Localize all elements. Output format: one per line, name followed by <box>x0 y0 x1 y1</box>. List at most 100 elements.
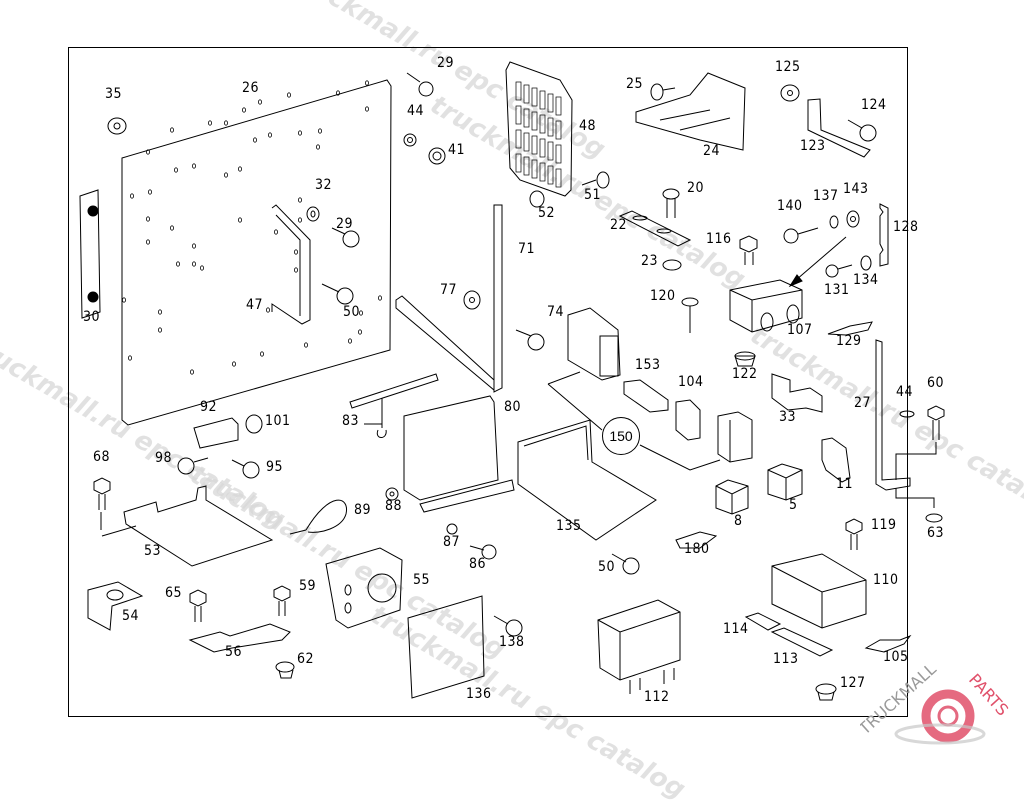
plate-hole <box>241 107 246 113</box>
washer-143 <box>846 210 860 228</box>
part-label-65[interactable]: 65 <box>165 585 183 601</box>
part-label-153[interactable]: 153 <box>635 357 661 373</box>
part-label-138[interactable]: 138 <box>499 634 525 650</box>
bolt-59 <box>273 585 291 616</box>
part-label-23[interactable]: 23 <box>641 253 659 269</box>
part-label-114[interactable]: 114 <box>723 621 749 637</box>
part-label-128[interactable]: 128 <box>893 219 919 235</box>
part-label-63[interactable]: 63 <box>927 525 945 541</box>
gear-icon <box>921 689 975 743</box>
plate-136 <box>407 595 485 699</box>
part-label-92[interactable]: 92 <box>200 399 218 415</box>
part-label-180[interactable]: 180 <box>684 541 710 557</box>
plate-hole <box>303 342 308 348</box>
plate-hole <box>191 163 196 169</box>
part-label-110[interactable]: 110 <box>873 572 899 588</box>
part-label-122[interactable]: 122 <box>732 366 758 382</box>
plate-hole <box>231 361 236 367</box>
part-label-135[interactable]: 135 <box>556 518 582 534</box>
strip-27 <box>875 339 911 491</box>
part-label-129[interactable]: 129 <box>836 333 862 349</box>
grommet-101 <box>245 414 263 434</box>
part-label-44[interactable]: 44 <box>407 103 425 119</box>
part-label-60[interactable]: 60 <box>927 375 945 391</box>
part-label-119[interactable]: 119 <box>871 517 897 533</box>
part-label-124[interactable]: 124 <box>861 97 887 113</box>
part-label-113[interactable]: 113 <box>773 651 799 667</box>
part-label-8[interactable]: 8 <box>734 513 743 529</box>
part-label-143[interactable]: 143 <box>843 181 869 197</box>
part-label-137[interactable]: 137 <box>813 188 839 204</box>
part-label-101[interactable]: 101 <box>265 413 291 429</box>
part-label-30[interactable]: 30 <box>83 309 101 325</box>
part-label-25[interactable]: 25 <box>626 76 644 92</box>
part-label-105[interactable]: 105 <box>883 649 909 665</box>
part-label-140[interactable]: 140 <box>777 198 803 214</box>
part-label-125[interactable]: 125 <box>775 59 801 75</box>
part-label-20[interactable]: 20 <box>687 180 705 196</box>
part-label-83[interactable]: 83 <box>342 413 360 429</box>
part-label-24[interactable]: 24 <box>703 143 721 159</box>
part-label-131[interactable]: 131 <box>824 282 850 298</box>
bolt-68 <box>93 477 111 530</box>
part-label-107[interactable]: 107 <box>787 322 813 338</box>
ecu-slot <box>555 96 562 116</box>
washer-44 <box>403 133 417 147</box>
part-label-41[interactable]: 41 <box>448 142 466 158</box>
part-label-53[interactable]: 53 <box>144 543 162 559</box>
part-label-123[interactable]: 123 <box>800 138 826 154</box>
plate-hole <box>293 267 298 273</box>
part-label-62[interactable]: 62 <box>297 651 315 667</box>
part-label-47[interactable]: 47 <box>246 297 264 313</box>
part-label-71[interactable]: 71 <box>518 241 536 257</box>
part-label-98[interactable]: 98 <box>155 450 173 466</box>
part-label-86[interactable]: 86 <box>469 556 487 572</box>
bolt-25 <box>650 83 676 101</box>
part-label-32[interactable]: 32 <box>315 177 333 193</box>
part-label-112[interactable]: 112 <box>644 689 670 705</box>
bolt-50-bottom <box>611 553 640 575</box>
fuse-104 <box>675 399 701 441</box>
part-label-51[interactable]: 51 <box>584 187 602 203</box>
part-label-29[interactable]: 29 <box>437 55 455 71</box>
part-label-26[interactable]: 26 <box>242 80 260 96</box>
ecu-slot <box>531 135 538 155</box>
part-label-5[interactable]: 5 <box>789 497 798 513</box>
part-label-120[interactable]: 120 <box>650 288 676 304</box>
bolt-65 <box>189 589 207 622</box>
part-label-54[interactable]: 54 <box>122 608 140 624</box>
part-label-11[interactable]: 11 <box>836 476 854 492</box>
part-label-59[interactable]: 59 <box>299 578 317 594</box>
part-label-104[interactable]: 104 <box>678 374 704 390</box>
part-label-88[interactable]: 88 <box>385 498 403 514</box>
part-label-27[interactable]: 27 <box>854 395 872 411</box>
plate-hole <box>189 369 194 375</box>
part-label-95[interactable]: 95 <box>266 459 284 475</box>
part-label-35[interactable]: 35 <box>105 86 123 102</box>
part-label-55[interactable]: 55 <box>413 572 431 588</box>
part-label-77[interactable]: 77 <box>440 282 458 298</box>
part-label-48[interactable]: 48 <box>579 118 597 134</box>
part-label-33[interactable]: 33 <box>779 409 797 425</box>
part-label-134[interactable]: 134 <box>853 272 879 288</box>
part-label-116[interactable]: 116 <box>706 231 732 247</box>
part-label-80[interactable]: 80 <box>504 399 522 415</box>
part-label-74[interactable]: 74 <box>547 304 565 320</box>
bracket-24 <box>635 72 746 151</box>
part-label-22[interactable]: 22 <box>610 217 628 233</box>
part-label-50[interactable]: 50 <box>343 304 361 320</box>
part-label-68[interactable]: 68 <box>93 449 111 465</box>
plate-hole <box>257 99 262 105</box>
part-label-29[interactable]: 29 <box>336 216 354 232</box>
part-label-56[interactable]: 56 <box>225 644 243 660</box>
part-label-87[interactable]: 87 <box>443 534 461 550</box>
part-label-89[interactable]: 89 <box>354 502 372 518</box>
part-label-50[interactable]: 50 <box>598 559 616 575</box>
part-label-127[interactable]: 127 <box>840 675 866 691</box>
plate-hole <box>169 225 174 231</box>
bolt-29-top <box>406 72 434 97</box>
part-label-44[interactable]: 44 <box>896 384 914 400</box>
part-label-52[interactable]: 52 <box>538 205 556 221</box>
part-label-136[interactable]: 136 <box>466 686 492 702</box>
plate-hole <box>364 80 369 86</box>
